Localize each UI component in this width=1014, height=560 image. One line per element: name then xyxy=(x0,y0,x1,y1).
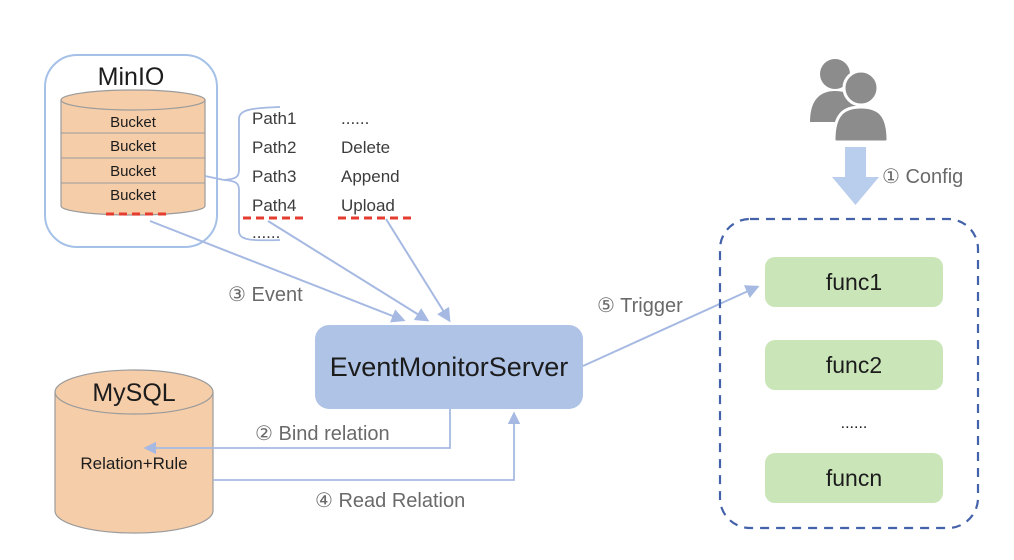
operation-label: Upload xyxy=(341,196,395,215)
path-list-item: Path1 xyxy=(252,109,296,128)
path-list-item: Path2 xyxy=(252,138,296,157)
function-label: func1 xyxy=(826,269,882,295)
trigger-label: ⑤ Trigger xyxy=(597,295,683,317)
server-box xyxy=(315,325,583,409)
path-list-ellipsis: ...... xyxy=(252,223,280,242)
function-box xyxy=(765,340,943,390)
mysql-content-label: Relation+Rule xyxy=(80,454,187,473)
bind-relation-label: ② Bind relation xyxy=(255,423,390,445)
event-arrow xyxy=(267,220,430,322)
users-icon xyxy=(810,59,890,144)
path-list-item: Path3 xyxy=(252,167,296,186)
event-label: ③ Event xyxy=(228,284,303,306)
bind-relation-connector xyxy=(143,409,451,455)
function-box xyxy=(765,257,943,307)
user-back-head xyxy=(820,59,850,89)
bucket-brace-connector xyxy=(204,175,225,181)
bucket-label: Bucket xyxy=(110,138,157,155)
read-relation-connector xyxy=(213,411,521,481)
server-label: EventMonitorServer xyxy=(330,352,569,382)
minio-cylinder-top xyxy=(60,89,206,111)
config-label: ① Config xyxy=(882,166,963,188)
operations-list: ...... Delete Append Upload xyxy=(338,109,415,220)
read-relation-label: ④ Read Relation xyxy=(315,490,465,512)
config-arrow-icon xyxy=(832,147,879,205)
user-front-head xyxy=(842,69,880,107)
path-list: Path1 Path2 Path3 Path4 ...... xyxy=(243,109,303,242)
mysql-cylinder-top xyxy=(54,369,214,415)
minio-title: MinIO xyxy=(98,63,165,91)
mysql-group: MySQL Relation+Rule xyxy=(54,369,214,534)
event-arrow xyxy=(385,218,451,323)
trigger-arrow xyxy=(582,285,760,367)
event-arrow xyxy=(149,220,406,323)
bucket-label: Bucket xyxy=(110,163,157,180)
function-label: funcn xyxy=(826,465,882,491)
functions-group-border xyxy=(718,217,980,530)
bucket-label: Bucket xyxy=(110,187,157,204)
user-front-body xyxy=(832,105,890,144)
minio-group: MinIO Bucket Bucket Bucket Bucket xyxy=(44,54,218,248)
path-brace xyxy=(223,106,281,242)
mysql-title: MySQL xyxy=(92,379,175,407)
operation-label: Delete xyxy=(341,138,390,157)
mysql-cylinder-body xyxy=(54,391,214,534)
functions-ellipsis: ...... xyxy=(841,415,868,432)
bucket-label: Bucket xyxy=(110,114,157,131)
function-box xyxy=(765,453,943,503)
function-label: func2 xyxy=(826,352,882,378)
operation-label: Append xyxy=(341,167,400,186)
path-list-item: Path4 xyxy=(252,196,296,215)
functions-group: func1 func2 ...... funcn xyxy=(718,217,980,530)
server-group: EventMonitorServer xyxy=(315,325,583,409)
operations-ellipsis: ...... xyxy=(341,109,369,128)
